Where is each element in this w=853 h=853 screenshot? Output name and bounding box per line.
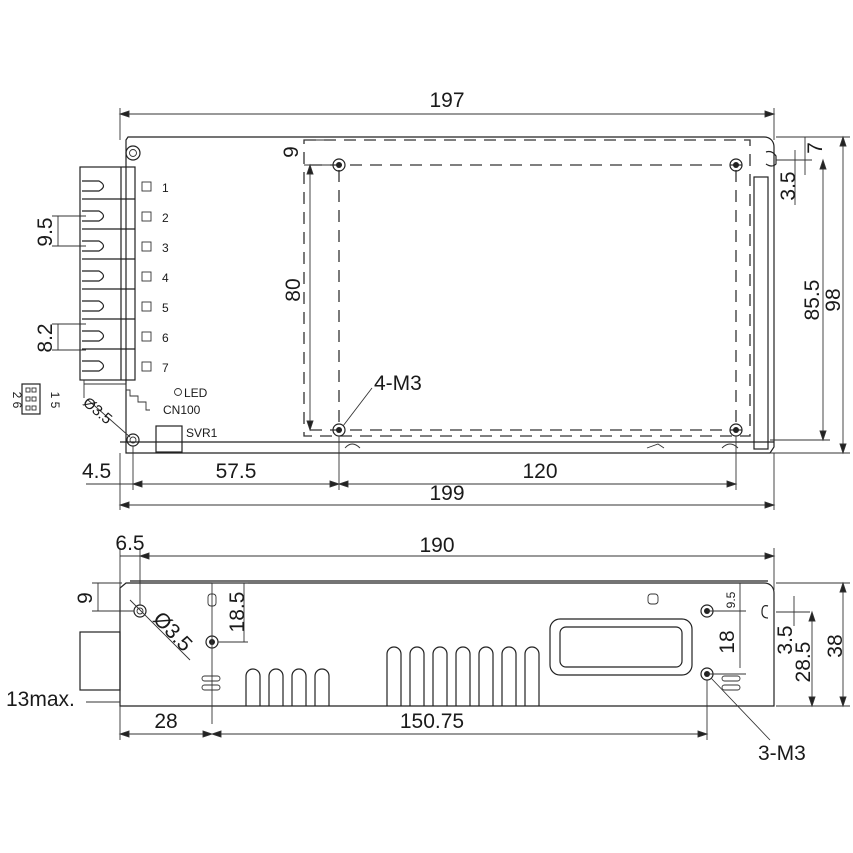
dim-height-98: 98 (822, 288, 845, 311)
side-terminal-max-label: 13max. (6, 688, 75, 711)
three-m3-leader (710, 677, 771, 741)
four-m3-label: 4-M3 (374, 372, 422, 395)
dim-120: 120 (522, 460, 557, 483)
terminal-label-5: 5 (162, 301, 169, 315)
side-dim-length-190: 190 (419, 534, 454, 557)
side-hole-dia-leader (129, 599, 191, 661)
side-dim-6-5: 6.5 (115, 532, 144, 555)
dim-197: 197 (429, 89, 464, 112)
cn-pins-left-label: 2 6 (10, 392, 24, 409)
vent-slots-center (386, 646, 540, 706)
terminal-label-1: 1 (162, 181, 169, 195)
top-chassis-outline (125, 136, 775, 454)
led-icon (174, 388, 182, 396)
side-slot-notch (761, 605, 769, 619)
connector-housing-outline (83, 380, 150, 411)
side-dim-right-outer-lines (776, 581, 850, 708)
side-dim-18: 18 (716, 630, 739, 653)
side-dim-3-5: 3.5 (774, 625, 797, 654)
dim-80-line (306, 163, 314, 432)
dim-57-5: 57.5 (216, 460, 257, 483)
top-hole-dia-label: Ø3.5 (79, 394, 115, 428)
corner-screw-top-left (125, 145, 141, 161)
side-hole-dia-label: Ø3.5 (148, 607, 196, 656)
dim-pitch-lines (52, 215, 86, 351)
dim-hole-offset-9: 9 (280, 146, 303, 158)
side-dim-right-inner-lines (707, 583, 746, 675)
cn100-connector-icon (21, 383, 41, 415)
mount-hole-pattern (303, 139, 751, 437)
dim-edge-7: 7 (804, 142, 827, 154)
side-dim-bottom-lines (118, 680, 709, 740)
top-bottom-tab-right (721, 443, 739, 449)
side-dim-top-lines (119, 548, 776, 605)
dim-4-5: 4.5 (82, 460, 111, 483)
top-bottom-tab-mid (646, 443, 665, 449)
side-view: 6.5 190 9 Ø3.5 18.5 9.5 18 (6, 532, 850, 765)
top-view: 1 2 3 4 5 6 7 2 6 1 5 LED CN100 SVR1 Ø3.… (10, 89, 850, 510)
four-m3-leader (342, 387, 373, 427)
side-tab-right (647, 593, 659, 605)
mount-hole-top-right (729, 158, 743, 172)
dim-right-lines (770, 135, 850, 455)
side-dim-height-38: 38 (824, 634, 847, 657)
side-slot-small-left-1 (201, 675, 221, 682)
terminal-block (79, 166, 152, 381)
terminal-label-3: 3 (162, 241, 169, 255)
terminal-label-7: 7 (162, 361, 169, 375)
hole-dia-leader (87, 399, 131, 438)
top-bottom-tab-left (344, 443, 361, 449)
side-slot-small-left-2 (201, 684, 221, 691)
side-chassis-outline (119, 582, 775, 707)
side-dim-150-75: 150.75 (400, 710, 464, 733)
side-window-outer (549, 618, 693, 676)
side-dim-9-lines (92, 582, 134, 612)
svr1-label: SVR1 (186, 426, 218, 440)
vent-slots-left (245, 668, 330, 706)
mount-hole-top-left (332, 158, 346, 172)
side-dim-9: 9 (74, 592, 97, 604)
terminal-label-6: 6 (162, 331, 169, 345)
led-label: LED (184, 386, 208, 400)
dim-bottom-lines (86, 436, 776, 510)
dim-slot-3-5: 3.5 (777, 171, 800, 200)
side-terminal-stub (79, 631, 121, 691)
dim-pitch-8-2: 8.2 (34, 323, 57, 352)
side-window-inner (559, 626, 683, 668)
terminal-label-4: 4 (162, 271, 169, 285)
side-dim-9-5: 9.5 (724, 591, 738, 608)
dim-pitch-9-5: 9.5 (34, 217, 57, 246)
cn100-label: CN100 (163, 403, 201, 417)
three-m3-label: 3-M3 (758, 742, 806, 765)
side-hole-left-top (133, 604, 147, 618)
dim-hole-offset-line (304, 139, 330, 166)
cn-pins-right-label: 1 5 (48, 392, 62, 409)
svr1-trimmer (155, 425, 183, 453)
side-slot-small-right-2 (721, 684, 741, 691)
side-dim-28: 28 (154, 710, 177, 733)
dim-height-85-5: 85.5 (801, 280, 824, 321)
dim-199: 199 (429, 482, 464, 505)
terminal-label-2: 2 (162, 211, 169, 225)
side-dim-28-5: 28.5 (792, 642, 815, 683)
side-slot-small-right-1 (721, 675, 741, 682)
dim-hole-span-80: 80 (282, 278, 305, 301)
side-dim-18-5: 18.5 (226, 592, 249, 633)
side-dim-18-5-lines (211, 582, 248, 724)
top-side-rail (753, 176, 769, 450)
dim-197-line (118, 108, 776, 140)
